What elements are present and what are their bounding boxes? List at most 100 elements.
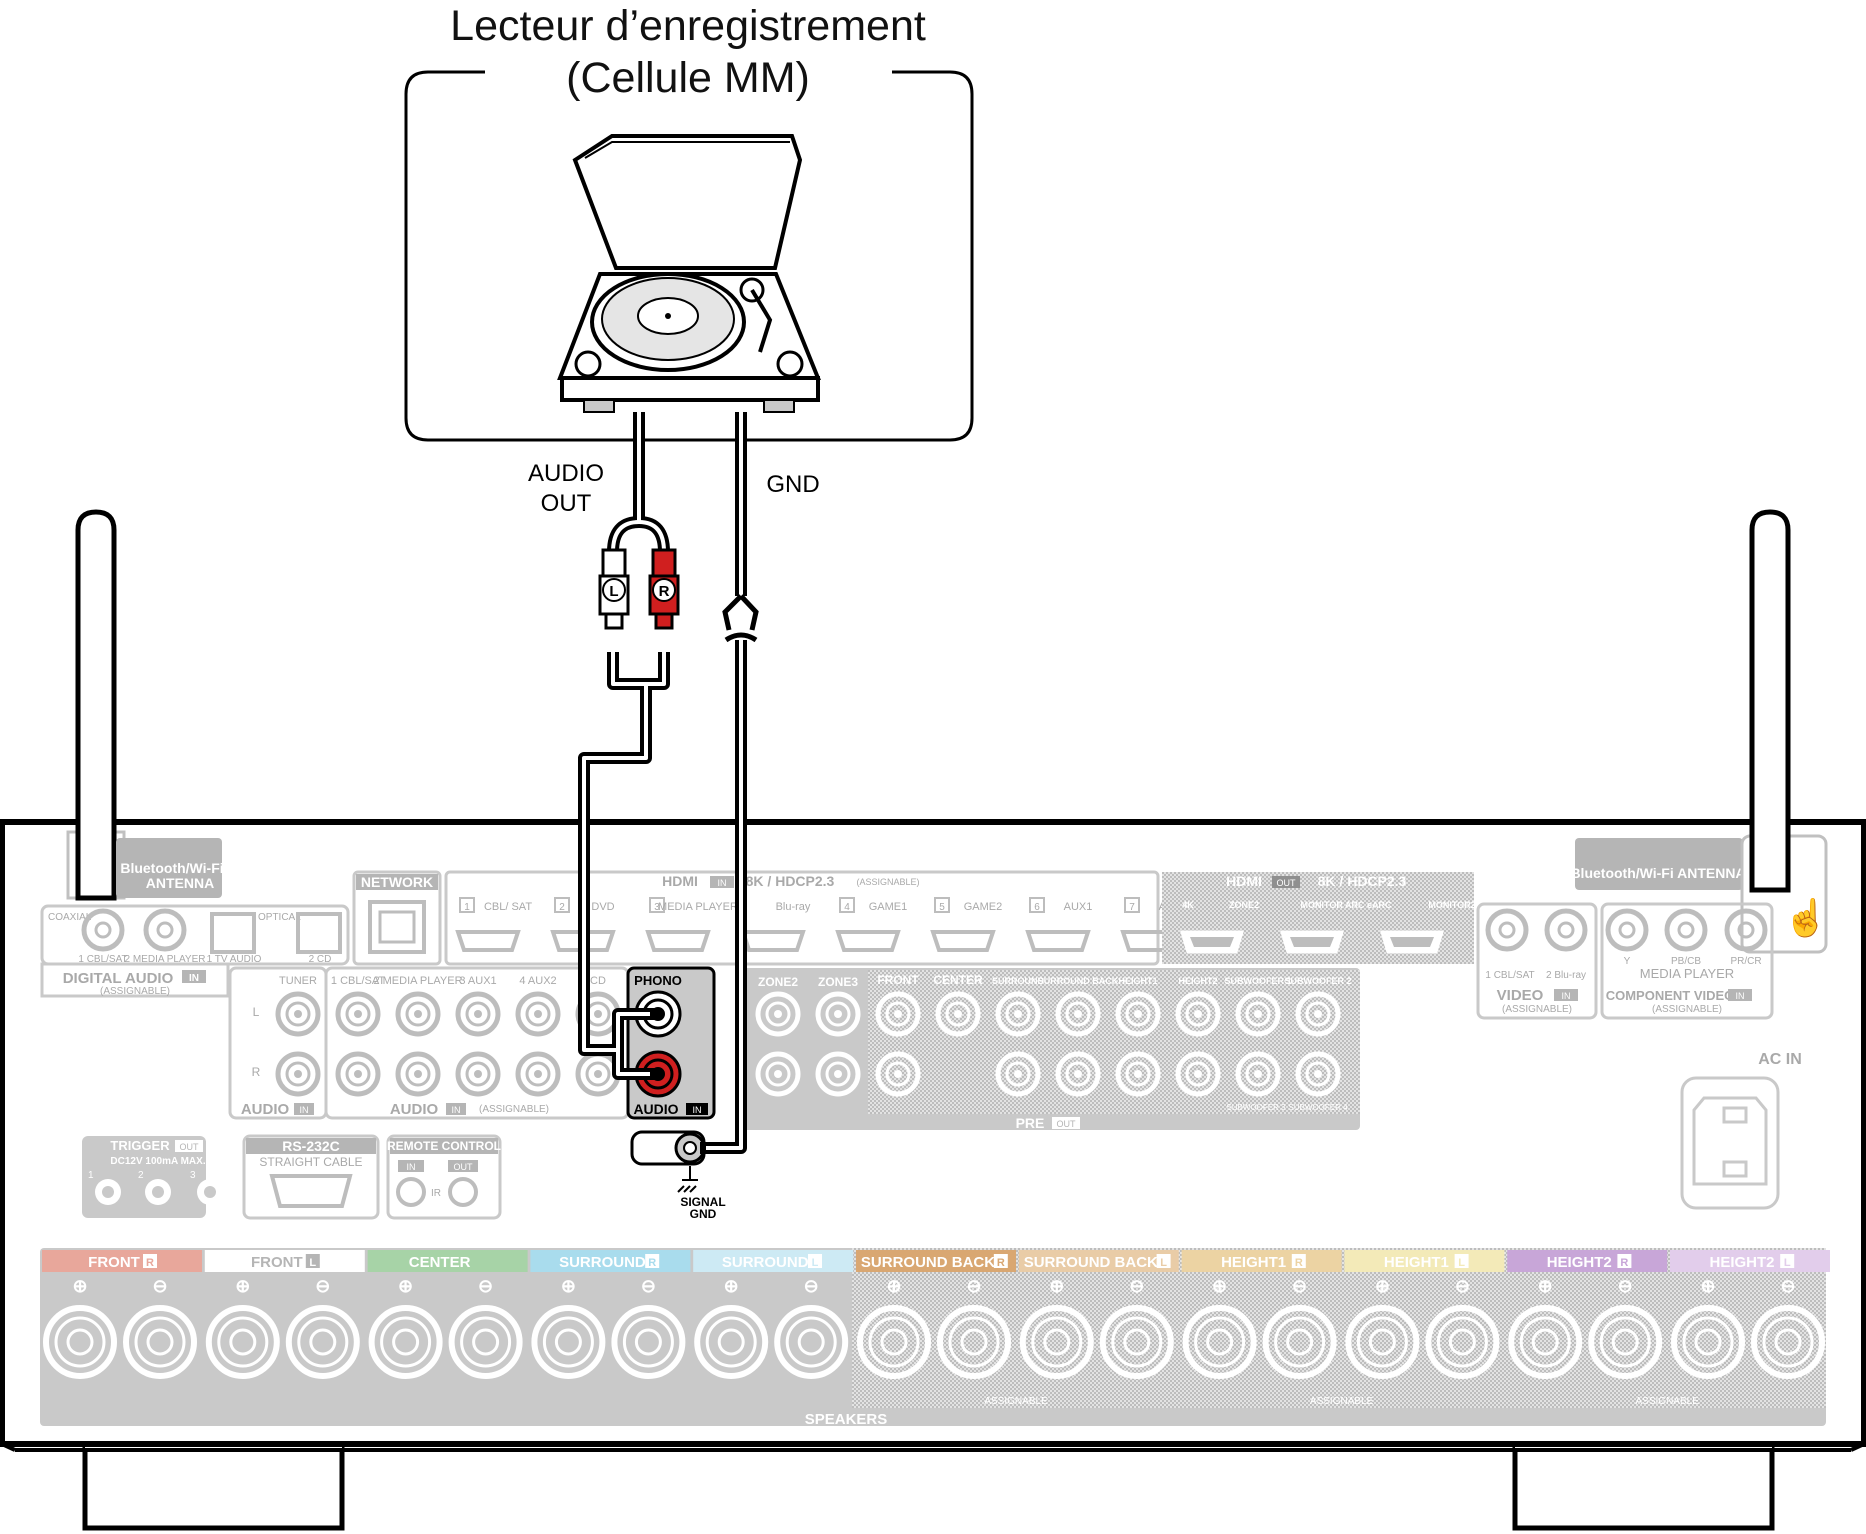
svg-text:8K / HDCP2.3: 8K / HDCP2.3 bbox=[746, 873, 835, 889]
speaker-group-label: CENTER bbox=[409, 1254, 471, 1271]
speaker-group-label: HEIGHT2 bbox=[1547, 1254, 1612, 1271]
plus-icon: ⊕ bbox=[1212, 1276, 1227, 1296]
speaker-binding-post bbox=[1671, 1305, 1745, 1379]
speaker-side-label: R bbox=[648, 1257, 656, 1269]
plus-icon: ⊕ bbox=[1375, 1276, 1390, 1296]
analog-jack-l bbox=[395, 991, 441, 1037]
hdmi-out-port bbox=[1379, 930, 1445, 954]
analog-jack-l bbox=[275, 991, 321, 1037]
hdmi-out-label: MONITOR ARC eARC bbox=[1300, 900, 1392, 910]
minus-icon: ⊖ bbox=[1780, 1276, 1795, 1296]
speaker-binding-post bbox=[531, 1305, 606, 1379]
plug-right-label: R bbox=[659, 583, 670, 600]
antenna-left-label-2: ANTENNA bbox=[146, 875, 214, 891]
svg-text:COMPONENT VIDEO: COMPONENT VIDEO bbox=[1606, 988, 1735, 1003]
speaker-side-label: L bbox=[1160, 1257, 1167, 1269]
svg-text:8K / HDCP2.3: 8K / HDCP2.3 bbox=[1318, 873, 1407, 889]
analog-jack-r bbox=[335, 1051, 381, 1097]
speaker-binding-post bbox=[1588, 1305, 1663, 1379]
svg-text:RS-232C: RS-232C bbox=[282, 1138, 340, 1154]
svg-text:AC IN: AC IN bbox=[1758, 1051, 1802, 1068]
speaker-group-label: FRONT bbox=[88, 1254, 140, 1271]
svg-text:1 CBL/SAT: 1 CBL/SAT bbox=[78, 954, 127, 965]
phono-label: PHONO bbox=[634, 973, 682, 988]
svg-text:PB/CB: PB/CB bbox=[1671, 956, 1701, 967]
analog-jack-r bbox=[275, 1051, 321, 1097]
svg-text:2 CD: 2 CD bbox=[309, 954, 332, 965]
component-jack-y bbox=[1605, 908, 1649, 952]
speaker-group: CENTER⊕⊖ bbox=[367, 1250, 528, 1379]
antenna-right: Bluetooth/Wi-Fi ANTENNA ☝ bbox=[1570, 509, 1829, 954]
pre-out-jack-top bbox=[1115, 991, 1161, 1037]
minus-icon: ⊖ bbox=[804, 1276, 819, 1296]
gnd-cable bbox=[700, 412, 759, 1154]
speaker-binding-post bbox=[1182, 1305, 1257, 1379]
pre-out-label: FRONT bbox=[877, 973, 919, 987]
audio-out-label-2: OUT bbox=[541, 490, 592, 517]
remote-ir-icon: ☝ bbox=[1784, 896, 1829, 939]
hdmi-in-label: MEDIA PLAYER bbox=[658, 901, 738, 913]
hdmi-in-label: DVD bbox=[591, 901, 614, 913]
plus-icon: ⊕ bbox=[561, 1276, 576, 1296]
pre-out-jack-bottom bbox=[1175, 1051, 1221, 1097]
speaker-binding-post bbox=[448, 1305, 523, 1379]
svg-text:OUT: OUT bbox=[454, 1162, 474, 1172]
svg-text:IN: IN bbox=[189, 973, 199, 984]
speaker-binding-post bbox=[1345, 1305, 1420, 1379]
svg-text:1 TV AUDIO: 1 TV AUDIO bbox=[207, 954, 262, 965]
pre-out-label: CENTER bbox=[933, 973, 983, 987]
svg-text:IN: IN bbox=[1736, 991, 1745, 1001]
speaker-group-label: HEIGHT1 bbox=[1221, 1254, 1286, 1271]
coaxial-label: COAXIAL bbox=[48, 912, 92, 923]
plus-icon: ⊕ bbox=[886, 1276, 901, 1296]
pre-out-jack-top bbox=[935, 991, 981, 1037]
speaker-binding-post bbox=[937, 1305, 1011, 1379]
speaker-group-label: SURROUND bbox=[722, 1254, 809, 1271]
pre-out-jack-bottom bbox=[1055, 1051, 1101, 1097]
speaker-binding-post bbox=[123, 1305, 197, 1379]
minus-icon: ⊖ bbox=[315, 1276, 330, 1296]
analog-jack-l bbox=[335, 991, 381, 1037]
coaxial-jack-1 bbox=[81, 908, 125, 952]
hdmi-in-number: 6 bbox=[1034, 902, 1040, 913]
svg-text:SUBWOOFER 4: SUBWOOFER 4 bbox=[1288, 1103, 1348, 1112]
digital-audio-panel: COAXIAL OPTICAL 1 CBL/SAT 2 MEDIA PLAYER… bbox=[40, 904, 350, 998]
speaker-side-label: R bbox=[1295, 1257, 1303, 1269]
analog-in-label: 4 AUX2 bbox=[519, 975, 556, 987]
pre-out-jack-top bbox=[1295, 991, 1341, 1037]
optical-label: OPTICAL bbox=[258, 912, 301, 923]
speaker-binding-post bbox=[1425, 1305, 1500, 1379]
svg-text:2: 2 bbox=[138, 1170, 144, 1181]
svg-text:1: 1 bbox=[88, 1170, 94, 1181]
svg-text:NETWORK: NETWORK bbox=[361, 874, 433, 890]
hdmi-out-label: 4K bbox=[1182, 900, 1194, 910]
svg-text:L: L bbox=[253, 1005, 260, 1019]
pre-out-label: SUBWOOFER 2 bbox=[1284, 976, 1351, 986]
rca-plug-left: L bbox=[598, 548, 630, 630]
hdmi-out-label: ZONE2 bbox=[1229, 900, 1259, 910]
pre-out-jack-top bbox=[1055, 991, 1101, 1037]
svg-text:IN: IN bbox=[452, 1105, 461, 1115]
analog-jack-r bbox=[455, 1051, 501, 1097]
speakers-label: SPEAKERS bbox=[805, 1411, 888, 1428]
speaker-binding-post bbox=[205, 1305, 280, 1379]
analog-in-label: CD bbox=[590, 975, 606, 987]
svg-text:(ASSIGNABLE): (ASSIGNABLE) bbox=[100, 986, 170, 997]
speaker-binding-post bbox=[1262, 1305, 1337, 1379]
svg-text:OUT: OUT bbox=[180, 1142, 200, 1152]
minus-icon: ⊖ bbox=[966, 1276, 981, 1296]
pre-out-jack-top bbox=[1235, 991, 1281, 1037]
speaker-binding-post bbox=[694, 1305, 769, 1379]
